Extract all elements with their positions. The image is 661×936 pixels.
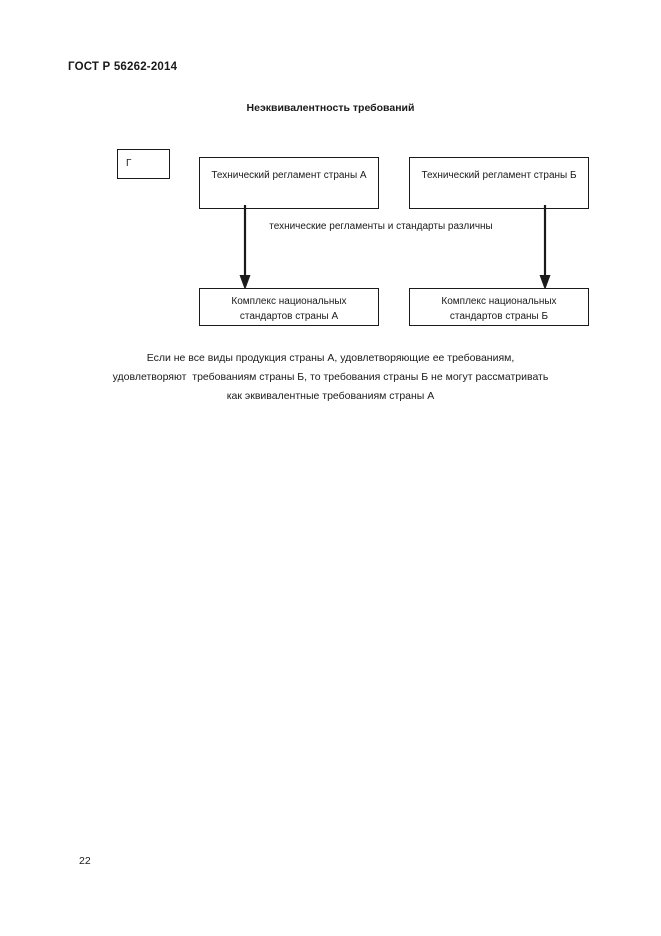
- diagram-node-standards-country-a: Комплекс национальных стандартов страны …: [199, 288, 379, 326]
- diagram-node-regulation-country-b-label: Технический регламент страны Б: [421, 170, 577, 181]
- diagram-node-regulation-country-a: Технический регламент страны А: [199, 157, 379, 209]
- figure-caption-line-1: Если не все виды продукция страны А, удо…: [146, 352, 515, 364]
- figure-caption-line-2: удовлетворяют требованиям страны Б, то т…: [112, 371, 549, 383]
- diagram-node-tag: Г: [117, 149, 170, 179]
- page-number: 22: [79, 855, 91, 867]
- arrow-down-regulation-a-to-standards-a: [239, 205, 251, 290]
- figure-caption-line-3: как эквивалентные требованиям страны А: [226, 390, 435, 402]
- diagram-edge-label: технические регламенты и стандарты разли…: [269, 221, 493, 232]
- document-header-standard-number: ГОСТ Р 56262-2014: [68, 61, 178, 73]
- flowchart-diagram: Г Технический регламент страны А Техниче…: [0, 0, 661, 420]
- diagram-node-tag-label: Г: [126, 157, 132, 169]
- diagram-node-standards-country-a-label: Комплекс национальных стандартов страны …: [231, 296, 347, 322]
- diagram-node-standards-country-b: Комплекс национальных стандартов страны …: [409, 288, 589, 326]
- diagram-node-regulation-country-a-label: Технический регламент страны А: [211, 170, 367, 181]
- arrow-down-regulation-b-to-standards-b: [539, 205, 551, 290]
- diagram-node-regulation-country-b: Технический регламент страны Б: [409, 157, 589, 209]
- figure-title: Неэквивалентность требований: [246, 102, 415, 114]
- figure-caption: Если не все виды продукция страны А, удо…: [60, 349, 601, 406]
- diagram-node-standards-country-b-label: Комплекс национальных стандартов страны …: [441, 296, 557, 322]
